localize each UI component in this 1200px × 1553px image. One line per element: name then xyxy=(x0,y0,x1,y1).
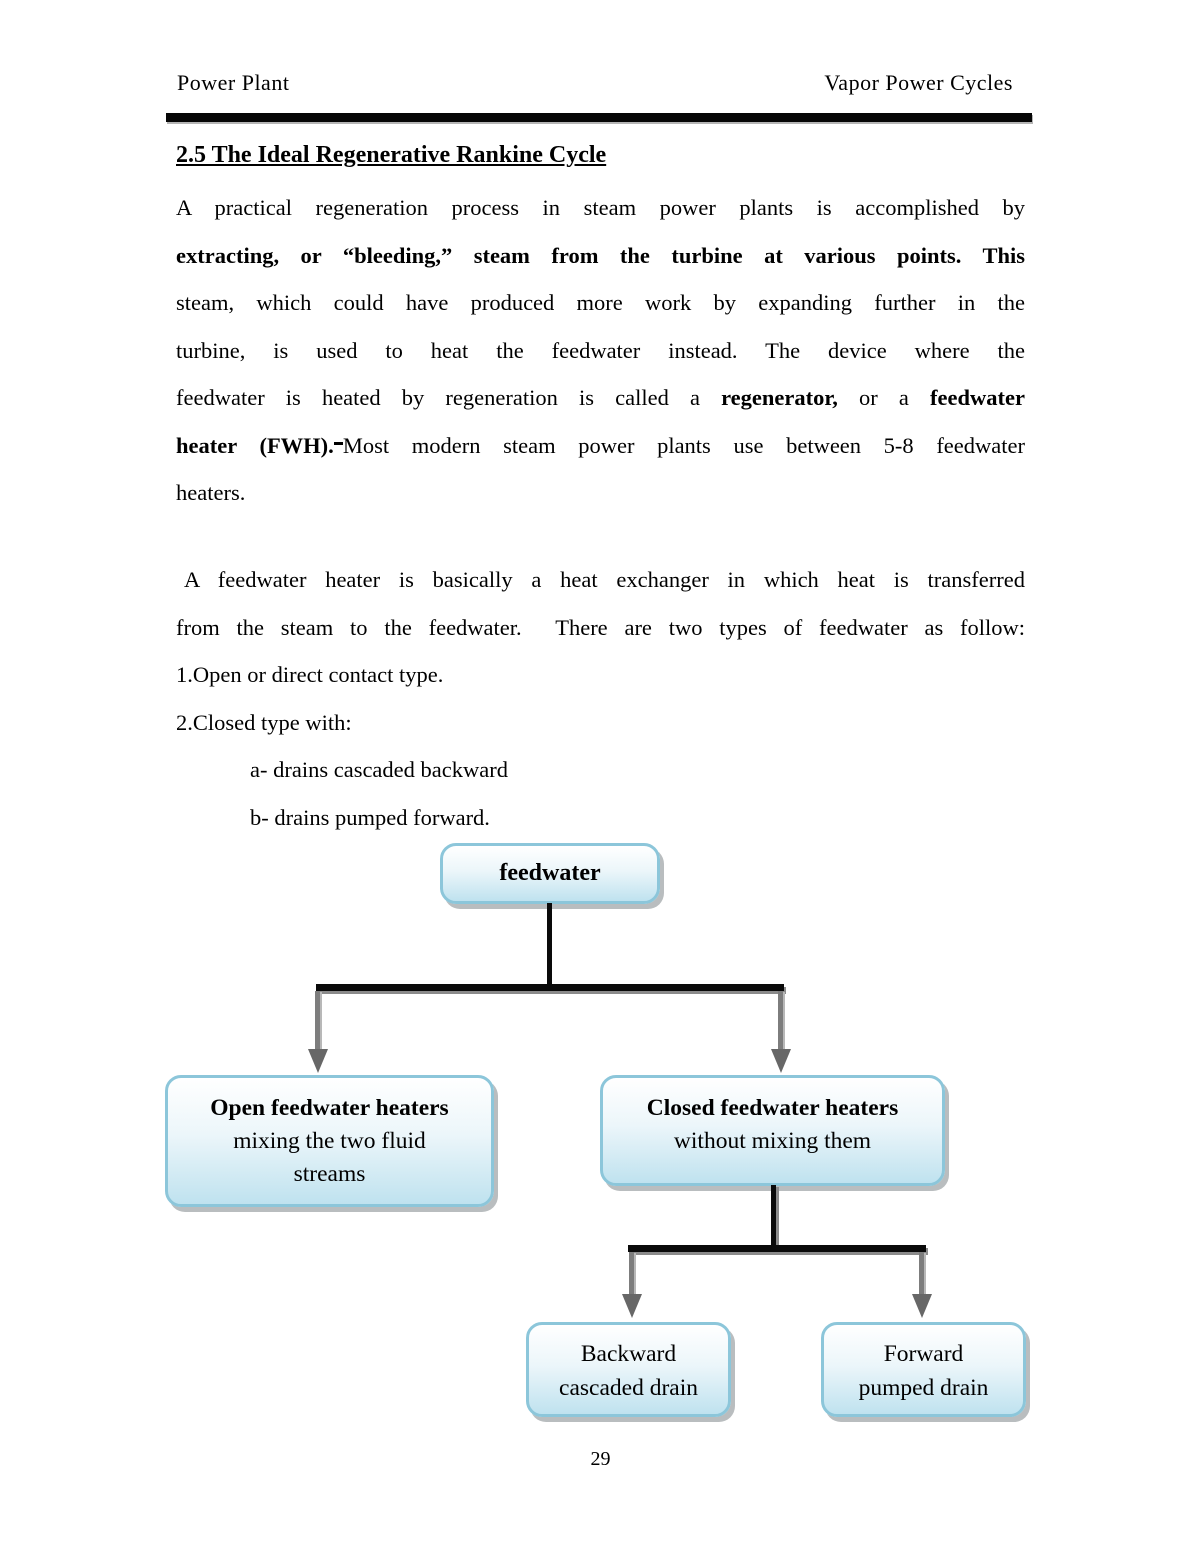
node-title: Open feedwater heaters xyxy=(210,1095,449,1121)
arrow-head-icon xyxy=(771,1049,791,1073)
page-number: 29 xyxy=(590,1448,611,1470)
text-run: 1.Open or direct contact type. xyxy=(176,662,444,687)
text-run: feedwater xyxy=(930,385,1025,410)
text-run xyxy=(333,422,343,445)
text-line: heaters. xyxy=(176,469,1025,517)
node-title: Closed feedwater heaters xyxy=(646,1095,899,1121)
arrow-down-to-closed xyxy=(771,991,791,1073)
connector-root-vertical xyxy=(547,903,552,986)
text-run: steam, which could have produced more wo… xyxy=(176,290,1025,315)
text-line: heater (FWH). Most modern steam power pl… xyxy=(176,422,1025,470)
node-line: pumped drain xyxy=(858,1375,989,1401)
arrow-head-icon xyxy=(622,1294,642,1318)
text-line: feedwater is heated by regeneration is c… xyxy=(176,374,1025,422)
header-left-text: Power Plant xyxy=(177,70,290,95)
arrow-down-to-backward xyxy=(622,1252,642,1318)
node-open-feedwater-heaters: Open feedwater heaters mixing the two fl… xyxy=(165,1075,494,1207)
text-run: extracting, or “bleeding,” steam from th… xyxy=(176,242,1025,268)
node-backward-cascaded-drain: Backward cascaded drain xyxy=(526,1322,731,1417)
header-rule xyxy=(166,113,1032,122)
text-run: from the steam to the feedwater. There a… xyxy=(176,614,1025,640)
text-run: A feedwater heater is basically a heat e… xyxy=(184,567,1025,592)
connector-bottom-horizontal xyxy=(628,1245,926,1252)
node-subtitle: streams xyxy=(293,1161,366,1187)
node-subtitle: without mixing them xyxy=(673,1128,872,1154)
header-right-text: Vapor Power Cycles xyxy=(824,70,1013,95)
text-run: a- drains cascaded backward xyxy=(250,757,508,782)
text-line: b- drains pumped forward. xyxy=(176,794,1025,842)
text-run: Most modern steam power plants use betwe… xyxy=(342,432,1025,458)
text-line: turbine, is used to heat the feedwater i… xyxy=(176,327,1025,375)
connector-top-horizontal xyxy=(316,984,784,991)
node-line: Backward xyxy=(580,1341,677,1367)
paragraph: A practical regeneration process in stea… xyxy=(176,184,1025,517)
connector-closed-vertical xyxy=(771,1185,776,1247)
arrow-shaft xyxy=(778,991,783,1053)
text-line: 2.Closed type with: xyxy=(176,699,1025,747)
node-line: cascaded drain xyxy=(559,1375,698,1401)
text-run: heater (FWH). xyxy=(176,432,334,458)
arrow-shaft xyxy=(629,1252,634,1298)
arrow-down-to-open xyxy=(308,991,328,1073)
text-line: A feedwater heater is basically a heat e… xyxy=(176,556,1025,604)
section-heading: 2.5 The Ideal Regenerative Rankine Cycle xyxy=(176,142,607,168)
text-run: heaters. xyxy=(176,480,246,505)
text-line: a- drains cascaded backward xyxy=(176,746,1025,794)
text-run: 2.Closed type with: xyxy=(176,709,352,735)
text-run: A practical regeneration process in stea… xyxy=(176,195,1025,220)
node-subtitle: mixing the two fluid xyxy=(233,1128,426,1154)
arrow-down-to-forward xyxy=(912,1252,932,1318)
text-line: steam, which could have produced more wo… xyxy=(176,279,1025,327)
arrow-head-icon xyxy=(308,1049,328,1073)
node-closed-feedwater-heaters: Closed feedwater heaters without mixing … xyxy=(600,1075,945,1186)
node-line: Forward xyxy=(883,1341,964,1367)
arrow-shaft xyxy=(919,1252,924,1298)
node-label: feedwater xyxy=(499,860,601,886)
text-line: A practical regeneration process in stea… xyxy=(176,184,1025,232)
text-line: 1.Open or direct contact type. xyxy=(176,651,1025,699)
text-run: b- drains pumped forward. xyxy=(250,804,490,830)
text-run: turbine, is used to heat the feedwater i… xyxy=(176,337,1025,363)
text-run: or a xyxy=(837,385,931,410)
text-run: regenerator, xyxy=(721,385,838,410)
text-line: extracting, or “bleeding,” steam from th… xyxy=(176,232,1025,280)
arrow-head-icon xyxy=(912,1294,932,1318)
text-run: feedwater is heated by regeneration is c… xyxy=(176,385,722,410)
paragraph: A feedwater heater is basically a heat e… xyxy=(176,556,1025,841)
text-line: from the steam to the feedwater. There a… xyxy=(176,604,1025,652)
arrow-shaft xyxy=(315,991,320,1053)
node-feedwater: feedwater xyxy=(440,843,660,904)
node-forward-pumped-drain: Forward pumped drain xyxy=(821,1322,1026,1417)
